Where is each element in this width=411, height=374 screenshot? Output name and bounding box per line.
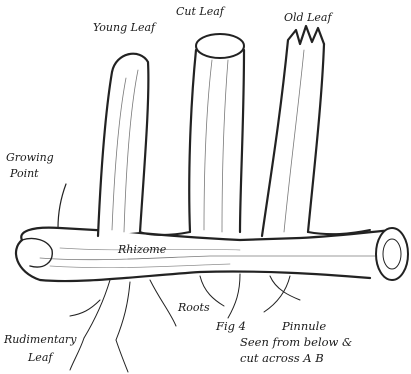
caption-fig-number: Fig 4 [216, 320, 246, 333]
cut-leaf [189, 34, 244, 232]
label-cut-leaf: Cut Leaf [176, 6, 224, 17]
label-leaf: Leaf [28, 352, 52, 363]
label-rudimentary: Rudimentary [4, 334, 76, 345]
caption-line-2: Seen from below & [240, 336, 352, 349]
label-roots: Roots [178, 302, 210, 313]
young-leaf [98, 54, 190, 236]
label-rhizome: Rhizome [118, 244, 166, 255]
caption-title: Pinnule [282, 320, 326, 333]
caption-line-3: cut across A B [240, 352, 324, 365]
label-point: Point [10, 168, 39, 179]
growing-point-pointer [58, 184, 66, 228]
label-growing: Growing [6, 152, 54, 163]
label-young-leaf: Young Leaf [93, 22, 155, 33]
old-leaf [262, 26, 370, 236]
rhizome-stem [16, 228, 408, 281]
label-old-leaf: Old Leaf [284, 12, 332, 23]
